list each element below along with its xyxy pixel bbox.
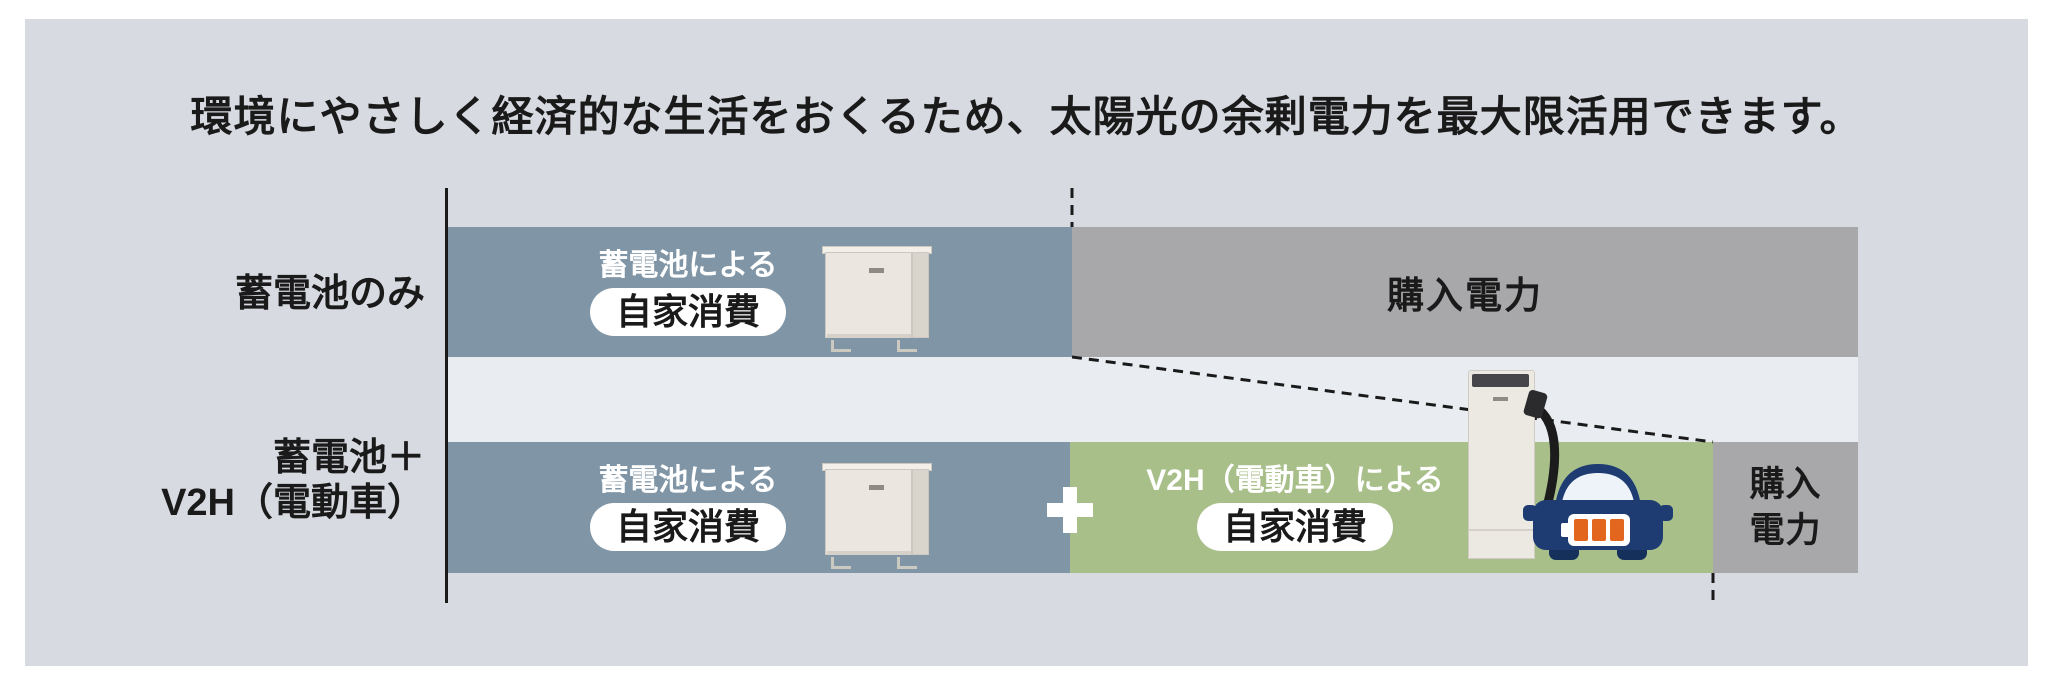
battery-storage-unit-icon xyxy=(822,463,932,569)
row1-purchased-power-segment: 購入電力 xyxy=(1072,227,1858,357)
row2-self-consumption-badge: 自家消費 xyxy=(589,503,786,551)
row2-purchased-power-line1: 購入 xyxy=(1749,464,1822,504)
dashed-line-diagonal xyxy=(1071,355,1714,444)
row-label-battery-only-text: 蓄電池のみ xyxy=(234,273,425,315)
row-label-battery-only: 蓄電池のみ xyxy=(25,272,425,317)
battery-storage-unit-icon xyxy=(822,246,932,352)
row1-battery-caption: 蓄電池による xyxy=(598,249,778,282)
row2-battery-caption-block: 蓄電池による 自家消費 xyxy=(578,464,798,551)
row1-self-consumption-badge: 自家消費 xyxy=(589,288,786,336)
row2-v2h-caption: V2H（電動車）による xyxy=(1146,464,1444,497)
diagram-title: 環境にやさしく経済的な生活をおくるため、太陽光の余剰電力を最大限活用できます。 xyxy=(190,93,1863,140)
row1-battery-self-consumption-segment: 蓄電池による 自家消費 xyxy=(448,227,1072,357)
row-label-battery-v2h: 蓄電池＋ V2H（電動車） xyxy=(25,436,425,526)
row2-v2h-self-consumption-badge: 自家消費 xyxy=(1196,503,1393,551)
row2-battery-caption: 蓄電池による xyxy=(598,464,778,497)
plus-icon xyxy=(1047,487,1093,533)
row-label-battery-v2h-line1: 蓄電池＋ xyxy=(272,437,425,479)
guide-lines xyxy=(445,188,1715,603)
row2-v2h-caption-block: V2H（電動車）による 自家消費 xyxy=(1110,464,1480,551)
row2-purchased-power-line2: 電力 xyxy=(1749,510,1822,550)
row1-battery-caption-block: 蓄電池による 自家消費 xyxy=(578,249,798,336)
row2-purchased-power-segment: 購入 電力 xyxy=(1713,442,1858,573)
row1-purchased-power-label: 購入電力 xyxy=(1387,275,1543,316)
row-gap-band xyxy=(448,357,1858,442)
row-label-battery-v2h-line2: V2H（電動車） xyxy=(161,482,425,524)
diagram-panel: 環境にやさしく経済的な生活をおくるため、太陽光の余剰電力を最大限活用できます。 … xyxy=(25,19,2028,666)
row2-battery-self-consumption-segment: 蓄電池による 自家消費 xyxy=(448,442,1070,573)
